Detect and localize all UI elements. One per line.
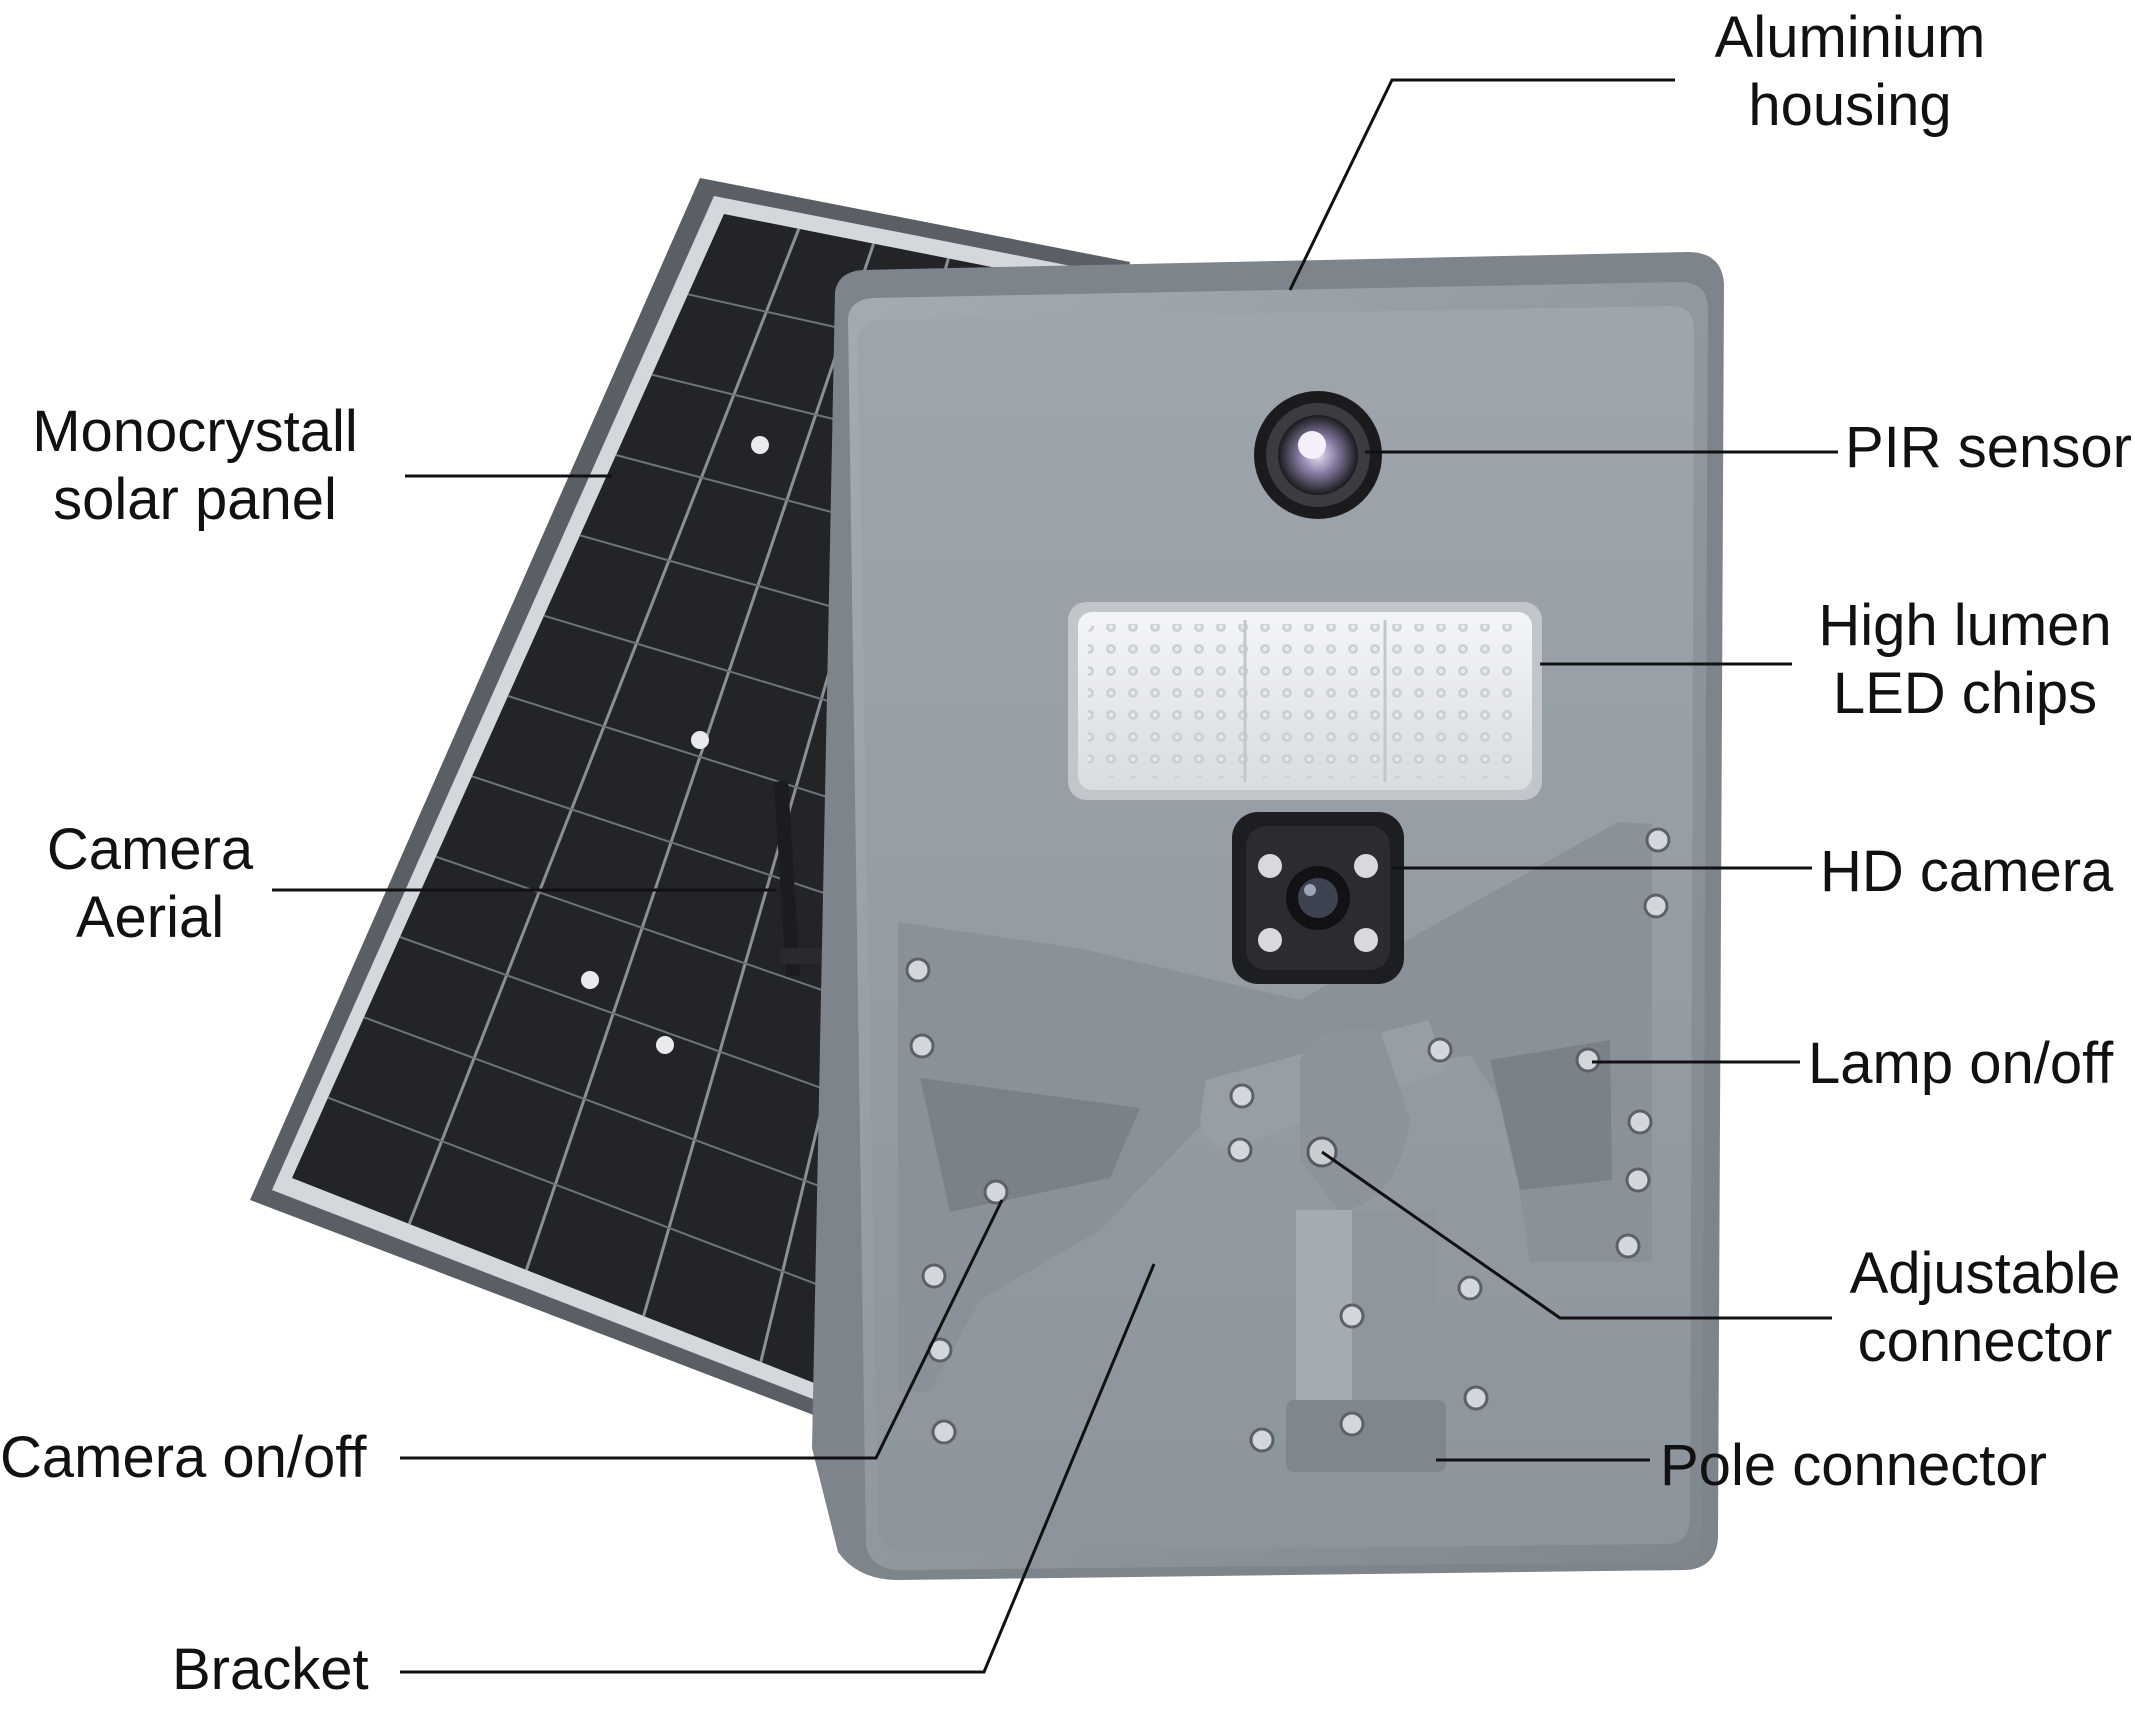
label-pole-connector: Pole connector [1660,1432,2047,1500]
solar-cell-row-line [327,1096,897,1316]
adjustable-connector-assembly [1200,1020,1448,1472]
screw-head [905,957,931,983]
leader-bracket [400,1263,1156,1674]
label-line: housing [1748,73,1952,138]
screw-head [1457,1275,1483,1301]
label-camera-aerial: Camera Aerial [20,816,280,952]
screw-head [1249,1427,1275,1453]
screw-head [1339,1303,1365,1329]
label-camera-onoff: Camera on/off [0,1424,366,1492]
screw-head [1645,827,1671,853]
label-led-chips: High lumen LED chips [1790,592,2135,728]
screw-head [1427,1037,1453,1063]
label-line: Adjustable [1849,1241,2121,1306]
leader-lines [272,78,1838,1674]
screw-head [921,1263,947,1289]
screw-head [1643,893,1669,919]
solar-cell-junction [751,436,769,454]
screw-head [1463,1385,1489,1411]
label-line: Aluminium [1714,5,1986,70]
solar-cell-junction [581,971,599,989]
label-line: Aerial [75,885,225,950]
pir-sensor [1254,391,1382,519]
label-line: Bracket [172,1637,369,1702]
screw-head [1625,1167,1651,1193]
label-pir-sensor: PIR sensor [1845,414,2132,482]
screw-head [1627,1109,1653,1135]
screw-head [1575,1047,1601,1073]
label-line: PIR sensor [1845,415,2132,480]
screw-head [1615,1233,1641,1259]
label-line: LED chips [1832,661,2098,726]
label-monocrystall-solar-panel: Monocrystall solar panel [10,398,380,534]
leader-camera-onoff [400,1199,1004,1460]
solar-cell-junction [656,1036,674,1054]
leader-aluminium-housing [1288,78,1675,291]
label-line: Camera on/off [0,1425,367,1490]
screw-head [1339,1411,1365,1437]
label-lamp-onoff: Lamp on/off [1808,1030,2113,1098]
label-adjustable-connector: Adjustable connector [1840,1240,2130,1376]
hd-camera [1232,812,1404,984]
label-line: Pole connector [1660,1433,2047,1498]
screw-head [1227,1137,1253,1163]
led-chip-array [1068,602,1542,800]
screw-head [931,1419,957,1445]
bracket-plate [898,822,1652,1392]
screw-head [909,1033,935,1059]
label-line: High lumen [1818,593,2112,658]
label-line: Lamp on/off [1808,1031,2114,1096]
label-hd-camera: HD camera [1820,838,2113,906]
screw-head [1229,1083,1255,1109]
label-line: Camera [46,817,254,882]
label-aluminium-housing: Aluminium housing [1680,4,2020,140]
label-line: Monocrystall [32,399,358,464]
screw-set [905,827,1671,1453]
label-line: connector [1857,1309,2113,1374]
label-line: solar panel [53,467,337,532]
solar-cell-junction [691,731,709,749]
label-bracket: Bracket [172,1636,369,1704]
label-line: HD camera [1820,839,2114,904]
leader-adjustable-connector [1321,1150,1832,1320]
screw-head [983,1179,1009,1205]
